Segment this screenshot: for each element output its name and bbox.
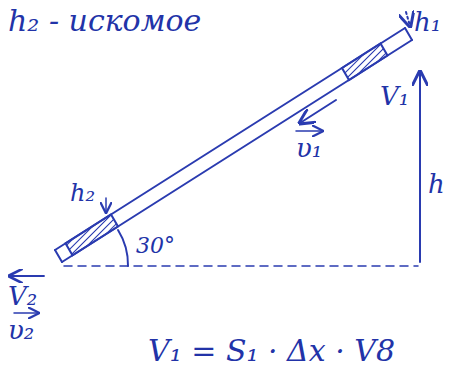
- angle-arc: [118, 230, 128, 266]
- tube-end: [405, 28, 412, 40]
- liquid-portion: [66, 215, 119, 256]
- velocity-arrow: [300, 100, 336, 123]
- angle-label: 30°: [136, 234, 175, 258]
- height-label: h₁: [414, 8, 441, 37]
- vector-mark: [296, 130, 322, 132]
- height-label: h₂: [70, 180, 95, 206]
- tube-end: [55, 250, 62, 262]
- h2-marker: [105, 198, 107, 212]
- ground-line: [64, 265, 418, 267]
- height-line: [419, 72, 421, 262]
- volume-label: V₁: [380, 82, 409, 111]
- vector-mark: [14, 312, 38, 314]
- velocity-label: υ₂: [8, 316, 34, 345]
- unknown-note: h₂ - искомое: [8, 4, 201, 37]
- h1-marker: [406, 12, 410, 26]
- velocity-label: υ₁: [296, 134, 322, 163]
- formula: V₁ = S₁ · Δx · V8: [148, 334, 395, 367]
- height-label: h: [428, 170, 445, 199]
- liquid-portion: [342, 44, 388, 81]
- tube-wall: [62, 40, 412, 262]
- volume-label: V₂: [8, 282, 37, 311]
- velocity-arrow: [10, 275, 44, 277]
